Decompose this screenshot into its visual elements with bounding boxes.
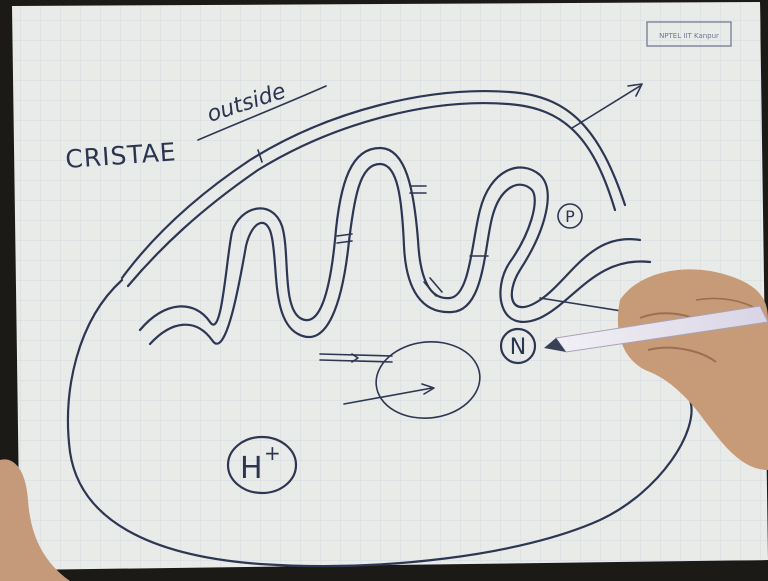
n-label: N xyxy=(510,335,526,360)
h-plus-sup: + xyxy=(264,441,281,465)
h-plus-label: H xyxy=(240,451,263,486)
stamp-text: NPTEL IIT Kanpur xyxy=(659,32,719,40)
p-label: P xyxy=(565,207,575,226)
